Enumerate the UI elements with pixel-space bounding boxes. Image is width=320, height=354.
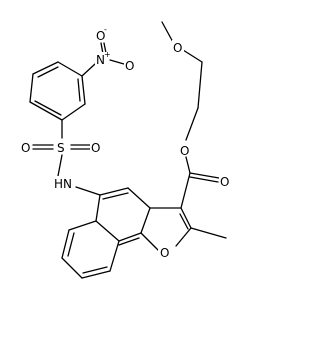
ester-single-oxygen-label: O — [180, 144, 189, 158]
nitro-oxygen-anion-label: O — [96, 29, 105, 43]
atom-nitro-n: N + — [95, 50, 111, 67]
atom-methoxy-o: O — [172, 40, 184, 55]
nitro-oxygen-anion-charge: - — [104, 25, 107, 34]
atom-ester-o-single: O — [178, 142, 190, 158]
amide-nh-label: HN — [54, 177, 72, 191]
nitro-nitrogen-charge: + — [104, 50, 111, 59]
methoxy-oxygen-label: O — [173, 41, 182, 55]
ester-group — [180, 156, 220, 209]
sulfur-label: S — [57, 141, 65, 155]
atom-hn: HN — [53, 176, 73, 191]
atom-nitro-o-anion: O - — [95, 25, 111, 43]
furan-oxygen-label: O — [160, 246, 169, 260]
nitrophenyl-ring — [29, 61, 86, 121]
chemical-structure-diagram: O O O O HN S O O N + O - O — [20, 21, 231, 279]
nitro-nitrogen-label: N — [96, 53, 105, 67]
ester-double-oxygen-label: O — [220, 175, 229, 189]
sulfonyl-oxygen-left-label: O — [21, 141, 30, 155]
sulfonyl-oxygen-right-label: O — [91, 141, 100, 155]
atom-nitro-o-double: O — [124, 58, 136, 73]
atom-ester-o-double: O — [219, 174, 231, 189]
methoxyethyl-chain — [161, 21, 203, 141]
naphthalene-core — [61, 187, 151, 279]
atom-furan-o: O — [158, 245, 170, 260]
furan-ring — [140, 207, 227, 253]
atom-sulfonyl-o-left: O — [20, 140, 32, 155]
structure-canvas: O O O O HN S O O N + O - O — [20, 21, 231, 279]
atom-sulfonyl-o-right: O — [90, 140, 102, 155]
sulfonamide-link — [32, 119, 101, 196]
nitro-oxygen-double-label: O — [125, 59, 134, 73]
atom-sulfur: S — [55, 140, 67, 155]
